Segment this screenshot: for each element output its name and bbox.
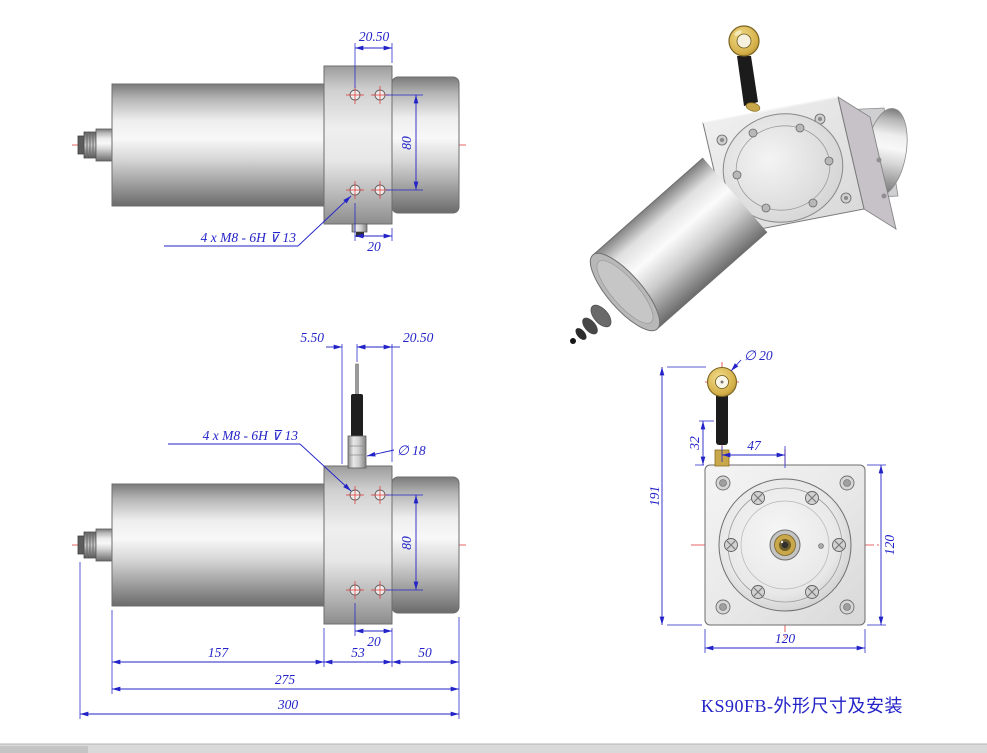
inner-circle	[740, 500, 830, 590]
dim-text: 191	[647, 486, 662, 506]
dim-eyelet-offset-x: 47	[721, 438, 786, 468]
dim-text: 20	[367, 239, 381, 254]
center-hub	[769, 529, 801, 561]
thread-note-text: 4 x M8 - 6H ⊽ 13	[203, 428, 299, 443]
dim-bolt-spacing: 80	[386, 94, 423, 191]
dim-hole-offset-top: 20.50	[357, 330, 434, 462]
dim-text: 120	[775, 631, 796, 646]
dim-text: 47	[747, 438, 762, 453]
dim-bolt-spacing: 80	[386, 494, 423, 591]
body-cylinder-3d	[589, 157, 768, 332]
dim-text: 32	[687, 436, 702, 451]
dim-text: ∅ 18	[397, 443, 426, 458]
wire-exit-nub	[351, 223, 368, 237]
dim-hole-offset-top: 20.50	[354, 29, 393, 88]
cable-gland-3d	[570, 304, 612, 344]
boss-screws	[732, 123, 834, 213]
dim-text: 20	[367, 634, 381, 649]
isometric-view	[570, 25, 908, 344]
dim-text: 80	[399, 536, 414, 550]
dim-hole-offset-bottom: 20	[354, 603, 392, 649]
drawing-title: KS90FB-外形尺寸及安装	[701, 696, 903, 716]
bottom-strip	[0, 743, 987, 753]
wire-eyelet-front	[706, 366, 738, 467]
dim-flange-height: 120	[867, 464, 897, 626]
dim-body-length: 157	[208, 645, 230, 660]
dim-text: 80	[399, 136, 414, 150]
dim-rear-length: 50	[418, 645, 432, 660]
thread-note-text: 4 x M8 - 6H ⊽ 13	[201, 230, 297, 245]
dim-flange-width: 120	[704, 629, 866, 653]
dim-eyelet-dia: ∅ 20	[730, 348, 773, 372]
dim-hole-offset-bottom: 20	[354, 203, 393, 254]
dim-total-height: 191	[647, 366, 706, 626]
dim-text: ∅ 20	[744, 348, 773, 363]
face-screws	[724, 491, 846, 599]
dim-text: 20.50	[403, 330, 434, 345]
dim-subtotal-length: 275	[275, 672, 296, 687]
corner-holes	[715, 475, 855, 615]
dim-eyelet-offset-y: 32	[687, 420, 714, 466]
front-view: ∅ 20 47 32 191 120	[647, 348, 897, 653]
dim-lengths: 157 53 50 275 300	[79, 562, 460, 719]
dim-text: 20.50	[359, 29, 390, 44]
small-hole	[818, 543, 824, 549]
dim-total-length: 300	[277, 697, 299, 712]
thread-note: 4 x M8 - 6H ⊽ 13	[164, 195, 352, 247]
dim-flange-length: 53	[351, 645, 365, 660]
dim-text: 120	[882, 535, 897, 556]
thread-note: 4 x M8 - 6H ⊽ 13	[168, 428, 352, 492]
wire-eyelet-3d	[728, 25, 761, 112]
side-view: 5.50 20.50 4 x M8 - 6H ⊽ 13 ∅ 18 80	[72, 330, 466, 719]
wire-assembly	[347, 363, 367, 469]
dim-wire-offset: 5.50	[300, 330, 373, 464]
side-hole	[881, 193, 887, 199]
side-hole	[876, 157, 882, 163]
dim-wire-dia: ∅ 18	[366, 443, 426, 458]
top-view: 20.50 80 20 4 x M8 - 6H ⊽ 13	[72, 29, 466, 254]
dim-text: 5.50	[300, 330, 324, 345]
